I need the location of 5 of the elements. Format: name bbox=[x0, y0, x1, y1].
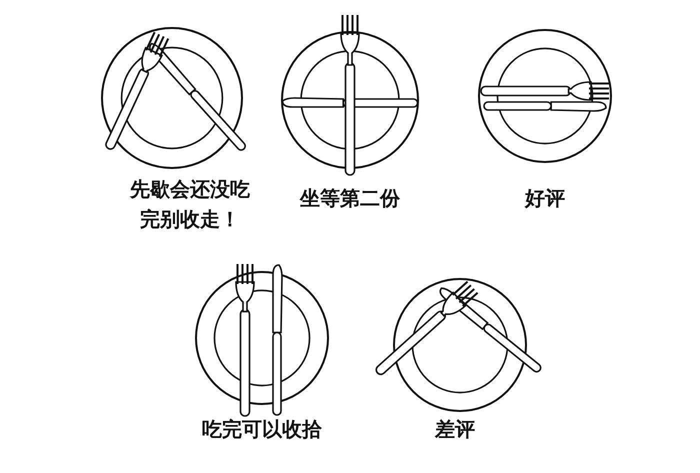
caption: 先歇会还没吃完别收走！ bbox=[128, 176, 251, 233]
caption: 好评 bbox=[524, 185, 566, 212]
caption: 差评 bbox=[434, 416, 476, 443]
caption: 吃完可以收拾 bbox=[201, 416, 323, 443]
caption: 坐等第二份 bbox=[298, 185, 401, 212]
